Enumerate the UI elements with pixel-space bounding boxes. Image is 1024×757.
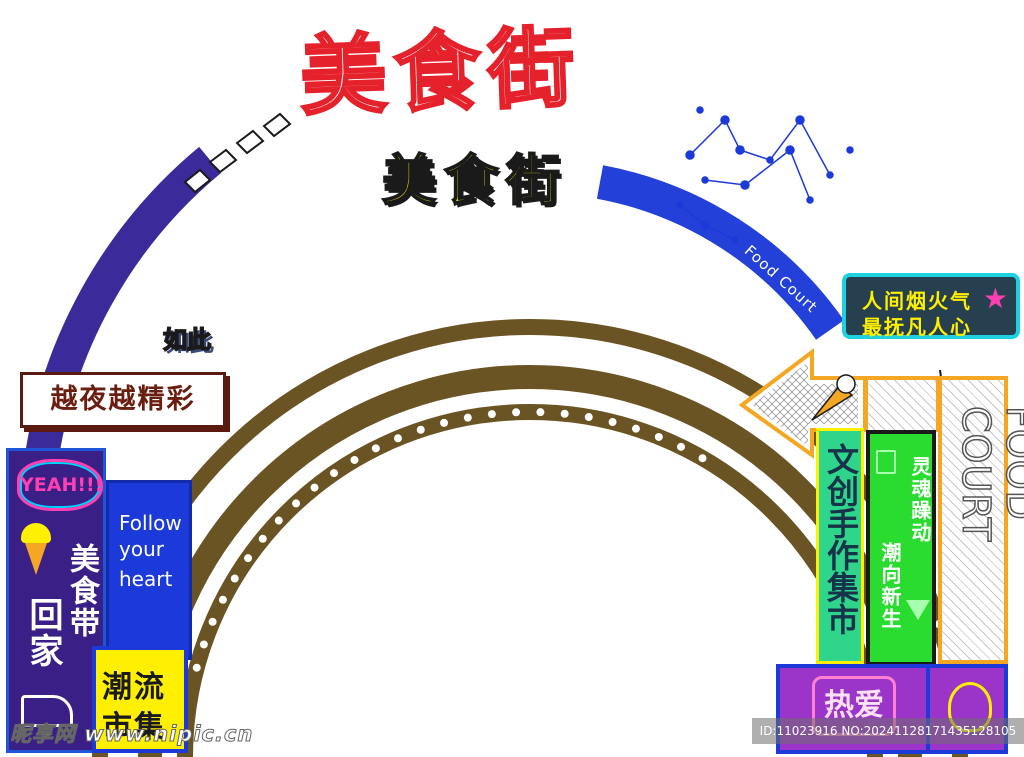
arch-dot: [560, 409, 569, 418]
follow-line-2: your: [119, 537, 164, 561]
arch-dot: [631, 424, 640, 433]
linghun-column: 灵魂躁动 潮向新生: [866, 430, 936, 666]
arch-dot: [608, 418, 617, 427]
arch-dot: [292, 499, 301, 508]
arch-dot: [416, 425, 425, 434]
follow-line-1: Follow: [119, 511, 182, 535]
arch-dot: [393, 434, 402, 443]
orange-frame: [864, 376, 940, 432]
ice-cream-icon: [23, 537, 49, 575]
ice-cream-icon: [811, 374, 856, 421]
subtitle: 美食街: [381, 147, 568, 213]
arch-dot: [536, 408, 545, 417]
arch-dot: [141, 463, 152, 474]
arch-dot: [218, 595, 227, 604]
linghun-text: 灵魂躁动: [908, 456, 932, 544]
arch-dot: [310, 483, 319, 492]
arch-dots-inner: [192, 408, 707, 672]
arch-dot: [487, 410, 496, 419]
arch-dot: [512, 408, 521, 417]
wenchuang-column: 文创手作集市: [816, 428, 864, 664]
chao-line-1: 潮流: [102, 670, 166, 705]
arch-dot: [244, 554, 253, 563]
wenchuang-text: 文创手作集市: [822, 443, 860, 635]
food-court-column: FOOD COURT: [938, 376, 1024, 664]
watermark-left: 昵享网 www.nipic.cn: [9, 722, 254, 747]
star-icon: ★: [982, 282, 1008, 315]
beer-icon: [876, 450, 896, 474]
arch-dot: [274, 516, 283, 525]
arch-blue-band-right: [596, 165, 844, 340]
arch-dot: [698, 454, 707, 463]
arch-dot: [440, 418, 449, 427]
cocktail-icon: [906, 600, 930, 620]
neon-line-1: 人间烟火气: [862, 289, 972, 313]
ruci-tag: 如此: [162, 325, 212, 355]
divider: [926, 668, 930, 750]
chao-panel: 潮流 市集: [92, 646, 188, 753]
scoop-icon: [21, 523, 51, 543]
yueye-banner: 越夜越精彩: [20, 372, 226, 428]
arch-dot: [677, 442, 686, 451]
arch-dot: [654, 432, 663, 441]
arch-dot: [350, 455, 359, 464]
arch-dot: [463, 413, 472, 422]
arch-dot: [330, 469, 339, 478]
left-panel: YEAH!!! 美食带 回家: [6, 448, 106, 753]
yeah-neon-icon: YEAH!!!: [17, 459, 103, 511]
arch-dot: [192, 663, 201, 672]
food-court-vertical-text: FOOD COURT: [953, 405, 1024, 543]
huijia-text: 回家: [23, 597, 63, 669]
follow-line-3: heart: [119, 567, 173, 591]
chevron-arrows-icon: [183, 112, 292, 194]
arch-middle-ring: [138, 365, 922, 757]
watermark-right: ID:11023916 NO:20241128171435128105: [752, 718, 1024, 744]
arch-dot: [208, 617, 217, 626]
arch-dot: [371, 444, 380, 453]
cake-icon: [21, 695, 73, 727]
arch-dot: [584, 413, 593, 422]
arch-dot: [230, 574, 239, 583]
chao-line-2: 市集: [102, 710, 166, 745]
follow-panel: Follow your heart: [106, 480, 192, 660]
arch-dot: [258, 534, 267, 543]
neon-line-2: 最抚凡人心: [862, 315, 972, 339]
neon-sign: 人间烟火气 最抚凡人心 ★: [842, 273, 1020, 339]
chaoxiang-text: 潮向新生: [878, 542, 902, 630]
page-title: 美食街: [297, 16, 585, 130]
arch-dot: [199, 640, 208, 649]
meishidai-text: 美食带: [64, 543, 99, 639]
star-constellation-icon: [676, 106, 854, 244]
